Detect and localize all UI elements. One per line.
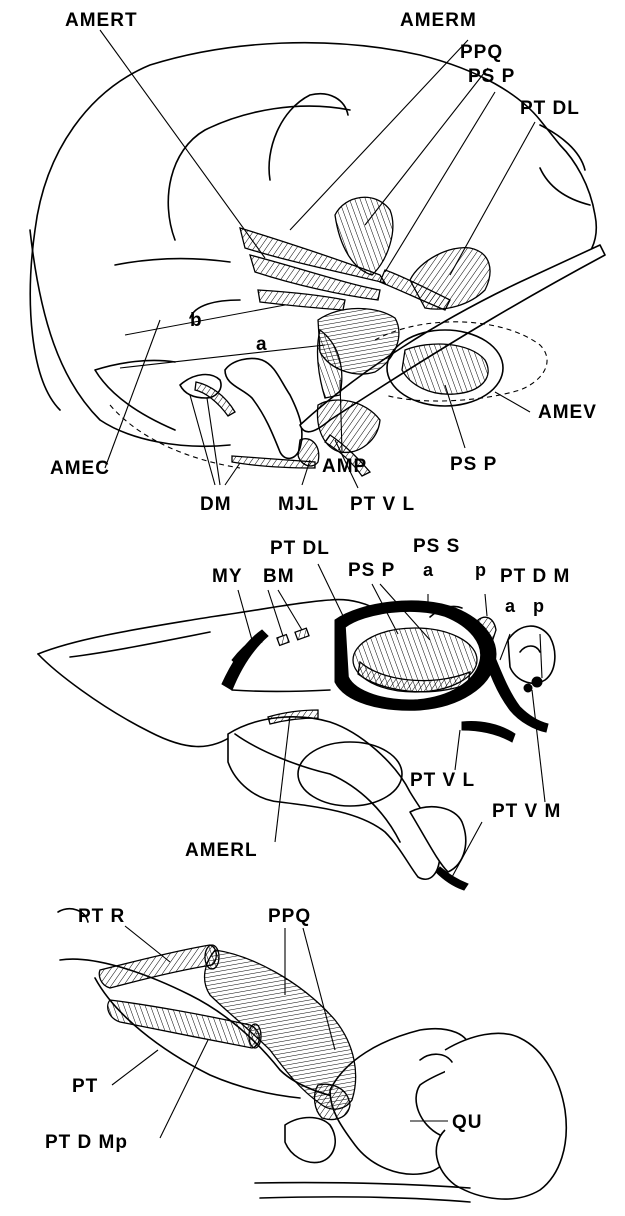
dorsal-strip-muscle xyxy=(258,290,345,310)
pt-r-muscle xyxy=(99,945,216,988)
pt-d-mp-cap xyxy=(249,1024,261,1048)
panel-palate-ventral: PT DL PS S MY BM PS P a p PT D M a p PT … xyxy=(0,512,625,900)
leader-b xyxy=(125,305,285,335)
label-mjl: MJL xyxy=(278,494,319,512)
occipital-line xyxy=(115,259,230,265)
leader-dm-2 xyxy=(207,398,220,485)
leader-pt-r xyxy=(125,926,170,962)
rostrum-lower xyxy=(38,654,235,747)
leader-pt-v-m xyxy=(532,690,545,802)
pterygoid-plate xyxy=(228,717,440,879)
leader-a xyxy=(120,345,325,368)
label-amerm: AMERM xyxy=(400,10,477,31)
bm-mark-1 xyxy=(277,635,289,646)
panel-pterygoid-detail: PT R PPQ PT PT D Mp QU xyxy=(0,900,625,1216)
label-ps-s: PS S xyxy=(413,536,460,557)
label-ps-p-mid: PS P xyxy=(348,560,395,581)
palate-drawing: PT DL PS S MY BM PS P a p PT D M a p PT … xyxy=(0,512,625,900)
label-pt-r: PT R xyxy=(78,906,125,927)
label-amerl: AMERL xyxy=(185,840,258,861)
leader-ps-p-top xyxy=(385,92,495,272)
dorsal-ridge xyxy=(540,125,590,205)
bottom-bone xyxy=(285,1118,335,1163)
leader-pt-v-l-mid xyxy=(455,730,460,770)
pt-v-m-black xyxy=(462,722,515,743)
black-rostral-strip xyxy=(222,630,268,690)
leader-ps-s-p xyxy=(485,594,487,616)
central-lamina xyxy=(232,690,330,692)
label-amp: AMP xyxy=(322,456,367,477)
leader-bm-2 xyxy=(278,590,302,630)
leader-pt-dl-mid xyxy=(318,564,345,620)
skull-inner-contour xyxy=(168,106,350,240)
label-amev: AMEV xyxy=(538,402,597,423)
label-ppq-bottom: PPQ xyxy=(268,906,311,927)
label-ps-p-top: PS P xyxy=(468,66,515,87)
leader-dm-1 xyxy=(190,395,215,485)
skull-lateral-drawing: AMERT AMERM PPQ PS P PT DL b a AMEC AMEV… xyxy=(0,0,625,512)
leader-bm-1 xyxy=(268,590,283,636)
label-pt-v-l-mid: PT V L xyxy=(410,770,475,791)
label-b: b xyxy=(190,310,203,331)
lower-jaw xyxy=(95,360,175,430)
leader-ppq xyxy=(365,68,488,225)
label-my: MY xyxy=(212,566,243,587)
mjl-ligament xyxy=(298,439,319,466)
rostrum-outline xyxy=(38,600,380,654)
label-pt-dl-mid: PT DL xyxy=(270,538,330,559)
label-dm: DM xyxy=(200,494,232,512)
label-qu: QU xyxy=(452,1112,483,1133)
label-ps-p-bottom: PS P xyxy=(450,454,497,475)
pterygoid-detail-drawing: PT R PPQ PT PT D Mp QU xyxy=(0,900,625,1216)
label-bm: BM xyxy=(263,566,295,587)
rostrum-inner xyxy=(70,632,210,657)
leader-pt-d-mp xyxy=(160,1040,208,1138)
label-pt-d-m-a: a xyxy=(505,596,516,616)
panel-skull-lateral: AMERT AMERM PPQ PS P PT DL b a AMEC AMEV… xyxy=(0,0,625,512)
label-ps-s-a: a xyxy=(423,560,434,580)
label-pt-dl: PT DL xyxy=(520,98,580,119)
leader-amec xyxy=(105,320,160,468)
label-pt-v-m: PT V M xyxy=(492,801,561,822)
pt-v-m-dot-2 xyxy=(524,684,532,692)
label-pt-v-l: PT V L xyxy=(350,494,415,512)
amp-lower xyxy=(317,400,380,452)
leader-my xyxy=(238,590,252,640)
label-ppq: PPQ xyxy=(460,42,503,63)
skull-outline xyxy=(30,43,596,410)
label-a: a xyxy=(256,334,268,355)
pt-v-m-dot xyxy=(532,677,542,687)
lower-jaw-dashed xyxy=(110,405,240,468)
label-amert: AMERT xyxy=(65,10,138,31)
label-pt-d-mp: PT D Mp xyxy=(45,1132,128,1153)
leader-pt xyxy=(112,1050,158,1085)
leader-amev xyxy=(495,392,530,412)
label-pt: PT xyxy=(72,1076,98,1097)
label-pt-d-m-p: p xyxy=(533,596,544,616)
label-pt-d-m: PT D M xyxy=(500,566,570,587)
quadrate-bone xyxy=(225,358,302,458)
occipital-condyle xyxy=(508,626,555,683)
lower-jaw-bars xyxy=(255,1183,470,1202)
leader-amert xyxy=(100,30,265,258)
label-amec: AMEC xyxy=(50,458,110,479)
label-ps-s-p: p xyxy=(475,560,486,580)
